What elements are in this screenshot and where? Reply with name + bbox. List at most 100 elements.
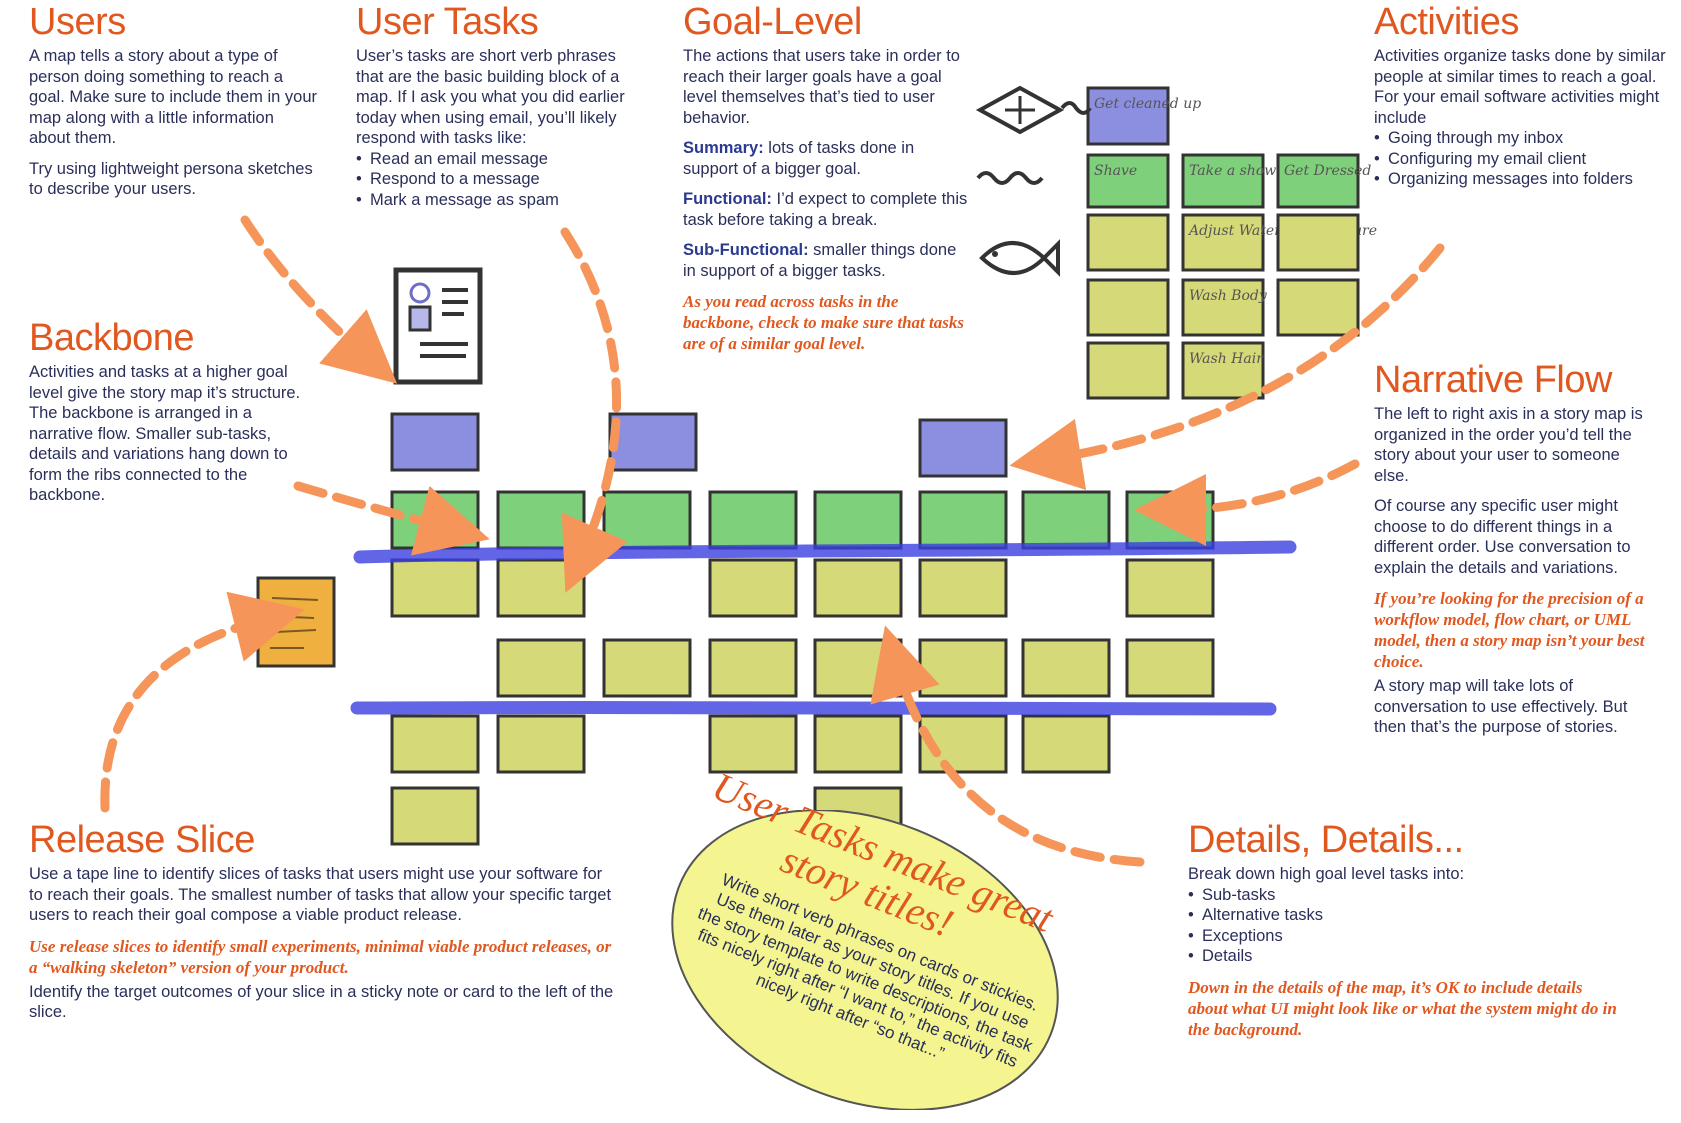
tape-line-1 — [353, 540, 1297, 564]
narrative-text-1: The left to right axis in a story map is… — [1374, 405, 1643, 485]
sketch-detail-card — [1181, 341, 1265, 400]
detail-card — [602, 638, 692, 698]
users-title: Users — [29, 1, 126, 43]
wave-symbol — [976, 171, 1044, 185]
goal-summary: Summary: lots of tasks done in support o… — [683, 138, 968, 179]
sketch-detail-card — [1086, 341, 1170, 400]
users-text-2: Try using lightweight persona sketches t… — [29, 159, 313, 199]
detail-card — [813, 638, 903, 698]
goal-subfunctional: Sub-Functional: smaller things done in s… — [683, 240, 968, 281]
users-text: A map tells a story about a type of pers… — [29, 47, 317, 147]
list-item: Details — [1188, 946, 1618, 967]
backbone-card — [1021, 490, 1111, 550]
backbone-text: Activities and tasks at a higher goal le… — [29, 363, 301, 504]
details-list: Sub-tasks Alternative tasks Exceptions D… — [1188, 885, 1618, 967]
card-label: Wash Body — [1189, 288, 1268, 304]
backbone-card — [602, 490, 692, 550]
details-italic: Down in the details of the map, it’s OK … — [1188, 977, 1617, 1039]
sketch-detail-card — [1181, 278, 1265, 337]
activity-card — [608, 412, 698, 472]
detail-card — [918, 638, 1008, 698]
summary-text: lots of tasks done in support of a bigge… — [683, 139, 915, 178]
subfunctional-text: smaller things done in support of a bigg… — [683, 241, 957, 280]
tape-line-2 — [350, 700, 1277, 716]
list-item: Mark a message as spam — [356, 190, 646, 211]
detail-card — [496, 638, 586, 698]
sketch-detail-card — [1086, 213, 1170, 272]
user-tasks-list: Read an email message Respond to a messa… — [356, 149, 646, 211]
activities-list: Going through my inbox Configuring my em… — [1374, 128, 1674, 190]
detail-card — [708, 638, 798, 698]
activity-card — [918, 418, 1008, 478]
backbone-card — [1125, 490, 1215, 550]
details-title: Details, Details... — [1188, 819, 1464, 861]
goal-level-section: Goal-Level The actions that users take i… — [683, 2, 968, 354]
goal-functional: Functional: I’d expect to complete this … — [683, 189, 968, 230]
list-item: Organizing messages into folders — [1374, 169, 1674, 190]
detail-card — [708, 714, 798, 774]
card-label: Shave — [1094, 163, 1137, 179]
list-item: Exceptions — [1188, 926, 1618, 947]
goal-level-italic: As you read across tasks in the backbone… — [683, 292, 964, 353]
narrative-italic: If you’re looking for the precision of a… — [1374, 589, 1645, 671]
functional-text: I’d expect to complete this task before … — [683, 190, 968, 229]
detail-card — [813, 558, 903, 618]
detail-card — [1125, 638, 1215, 698]
detail-card — [1021, 638, 1111, 698]
backbone-card — [708, 490, 798, 550]
list-item: Sub-tasks — [1188, 885, 1618, 906]
narrative-text-2: Of course any specific user might choose… — [1374, 497, 1631, 577]
details-text: Break down high goal level tasks into: — [1188, 865, 1465, 883]
sketch-detail-card — [1181, 213, 1265, 272]
backbone-title: Backbone — [29, 317, 195, 359]
release-slice-text: Use a tape line to identify slices of ta… — [29, 865, 612, 924]
subfunctional-label: Sub-Functional: — [683, 241, 809, 259]
user-tasks-text: User’s tasks are short verb phrases that… — [356, 47, 625, 147]
list-item: Configuring my email client — [1374, 149, 1674, 170]
card-label: Take a shower — [1189, 163, 1293, 179]
detail-card — [708, 558, 798, 618]
goal-symbol — [975, 85, 1065, 135]
sketch-task-card — [1086, 153, 1170, 209]
story-titles-bubble: User Tasks make great story titles! Writ… — [655, 763, 1075, 1110]
activities-section: Activities Activities organize tasks don… — [1374, 2, 1674, 190]
activities-text: Activities organize tasks done by simila… — [1374, 47, 1666, 127]
sketch-task-card — [1276, 153, 1360, 209]
sketch-detail-card — [1276, 213, 1360, 272]
detail-card — [390, 558, 480, 618]
detail-card — [1125, 558, 1215, 618]
details-section: Details, Details... Break down high goal… — [1188, 820, 1618, 1040]
fish-symbol — [979, 239, 1060, 277]
sketch-detail-card — [1276, 278, 1360, 337]
release-slice-title: Release Slice — [29, 819, 255, 861]
list-item: Respond to a message — [356, 169, 646, 190]
user-tasks-section: User Tasks User’s tasks are short verb p… — [356, 2, 646, 210]
detail-card — [390, 714, 480, 774]
list-item: Read an email message — [356, 149, 646, 170]
detail-card — [813, 714, 903, 774]
backbone-section: Backbone Activities and tasks at a highe… — [29, 318, 319, 506]
dashed-arrows — [100, 215, 1445, 867]
activity-sketch — [975, 85, 1092, 277]
functional-label: Functional: — [683, 190, 772, 208]
detail-card — [1021, 714, 1111, 774]
persona-sketch — [393, 267, 483, 385]
sketch-detail-card — [1086, 278, 1170, 337]
activity-sketch-card — [1086, 86, 1170, 146]
goal-level-text: The actions that users take in order to … — [683, 47, 960, 127]
summary-label: Summary: — [683, 139, 764, 157]
activity-card — [390, 412, 480, 472]
detail-card — [390, 786, 480, 846]
backbone-card — [496, 490, 586, 550]
detail-card — [918, 558, 1008, 618]
detail-card — [496, 714, 586, 774]
users-section: Users A map tells a story about a type o… — [29, 2, 319, 200]
release-slice-section: Release Slice Use a tape line to identif… — [29, 820, 619, 1023]
goal-level-title: Goal-Level — [683, 1, 862, 43]
card-label: Wash Hair — [1189, 351, 1264, 367]
release-slice-note — [256, 576, 336, 668]
bubble-shape — [671, 810, 1059, 1110]
detail-card — [496, 558, 586, 618]
